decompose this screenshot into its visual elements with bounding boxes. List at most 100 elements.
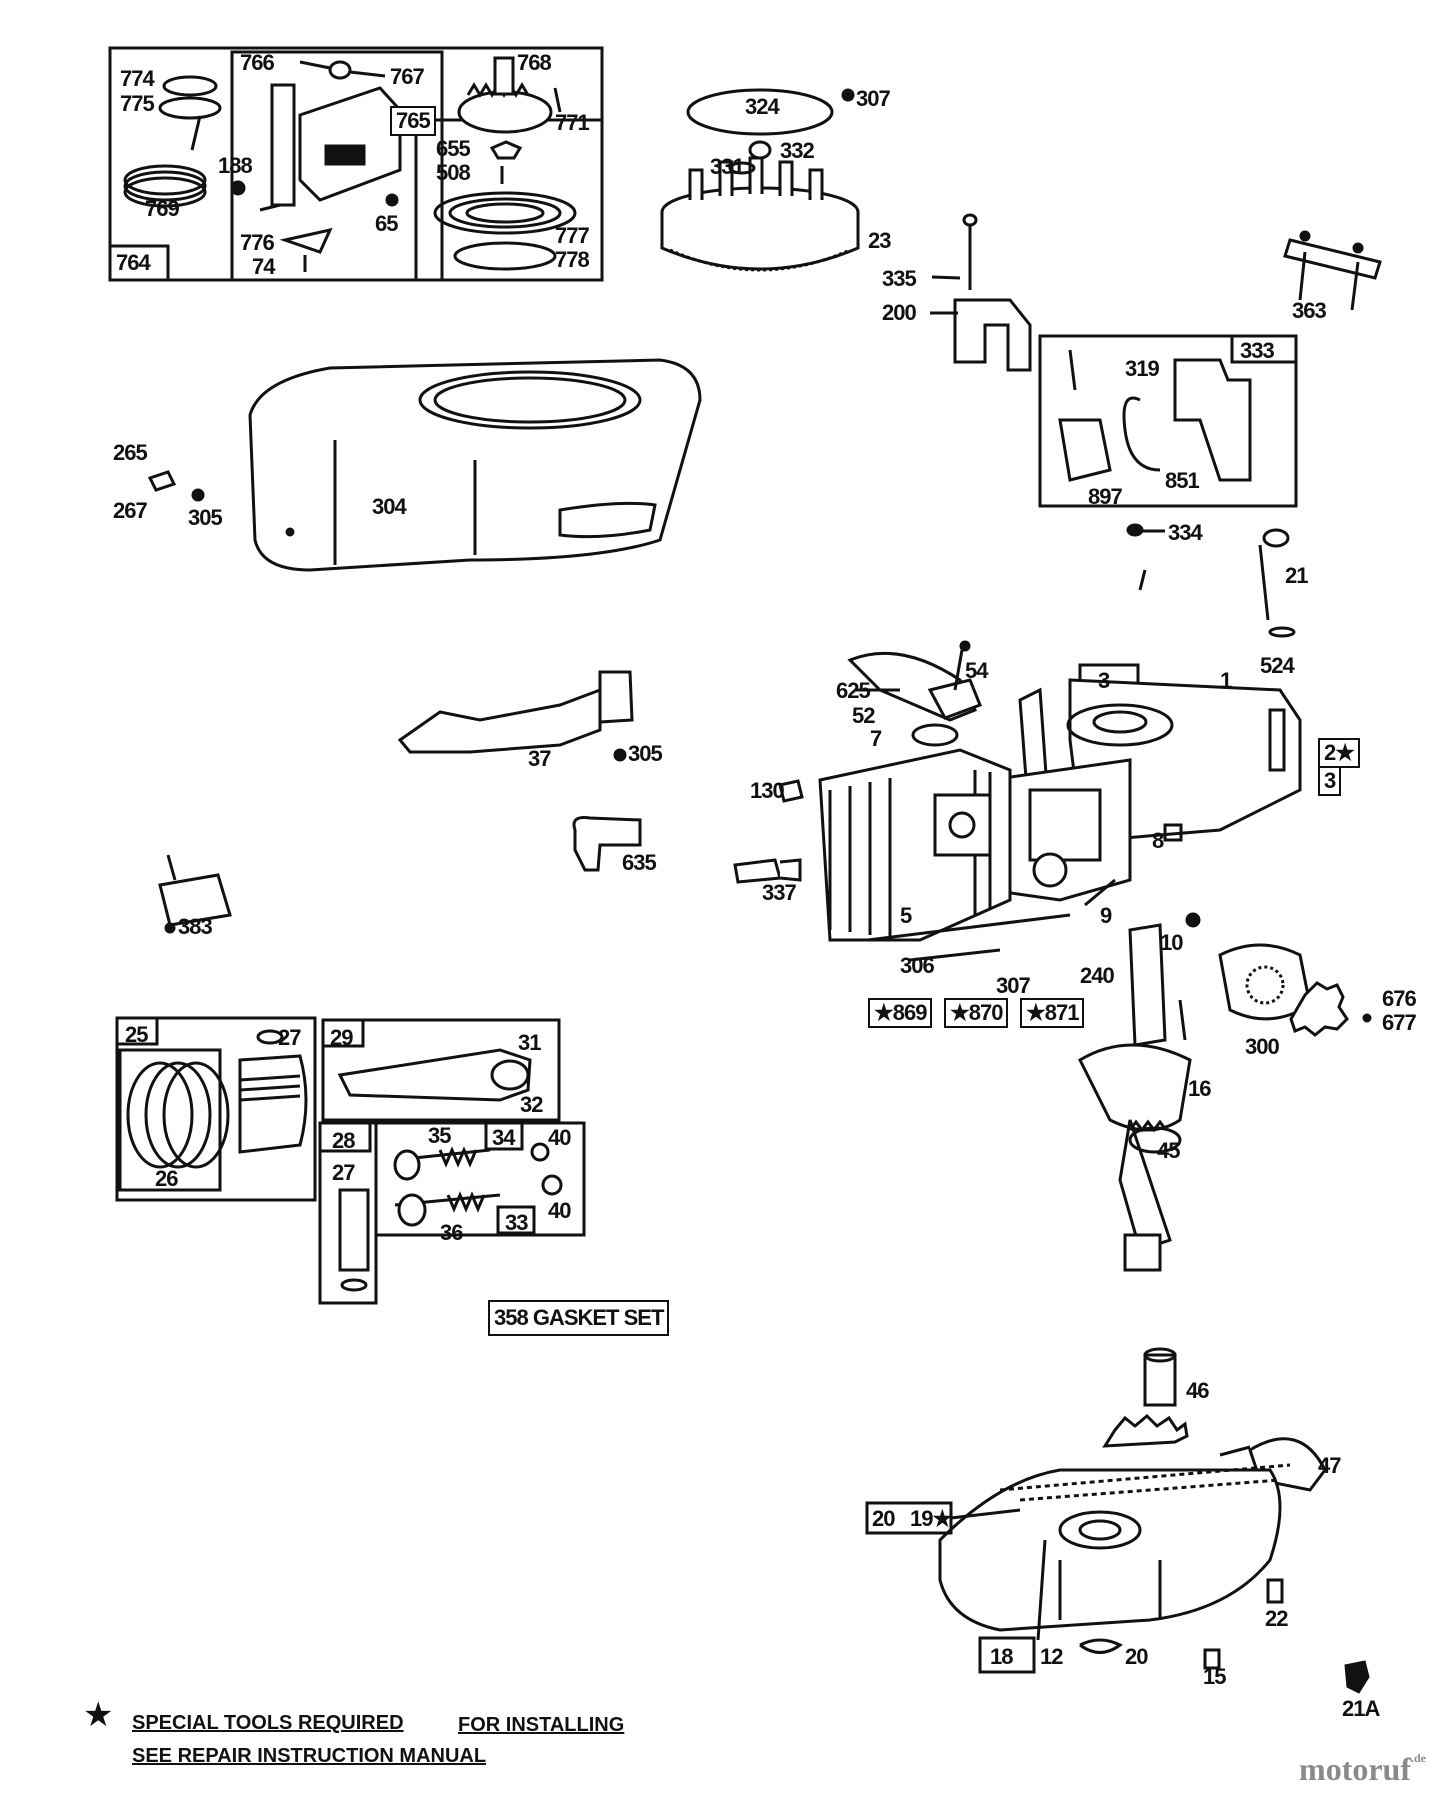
label-9: 9 bbox=[1100, 903, 1112, 928]
label-768: 768 bbox=[517, 50, 552, 75]
label-319: 319 bbox=[1125, 356, 1160, 381]
label-47: 47 bbox=[1318, 1453, 1342, 1478]
label-21a: 21A bbox=[1342, 1696, 1380, 1721]
boot-635 bbox=[572, 816, 642, 872]
note-special-tools: SPECIAL TOOLS REQUIRED bbox=[132, 1712, 404, 1734]
valve-36 bbox=[397, 1193, 427, 1227]
camshaft-240 bbox=[1128, 923, 1167, 1047]
label-774: 774 bbox=[120, 66, 155, 91]
label-20-left: 20 bbox=[872, 1506, 896, 1531]
label-22: 22 bbox=[1265, 1606, 1289, 1631]
crankshaft-16 bbox=[1078, 1043, 1192, 1132]
flywheel-group bbox=[660, 88, 860, 272]
blower-housing-group bbox=[147, 358, 702, 572]
part-383 bbox=[158, 873, 232, 927]
connecting-rod-29 bbox=[337, 1048, 532, 1102]
label-305-right: 305 bbox=[628, 741, 663, 766]
label-188: 188 bbox=[218, 153, 253, 178]
label-32: 32 bbox=[520, 1092, 544, 1117]
label-28: 28 bbox=[332, 1128, 356, 1153]
label-508: 508 bbox=[436, 160, 471, 185]
label-74: 74 bbox=[252, 254, 276, 279]
valve-35 bbox=[393, 1149, 421, 1181]
label-332: 332 bbox=[780, 138, 815, 163]
label-765: 765 bbox=[390, 106, 436, 136]
starter-rope bbox=[123, 164, 207, 196]
label-776: 776 bbox=[240, 230, 275, 255]
label-304: 304 bbox=[372, 494, 407, 519]
label-35: 35 bbox=[428, 1123, 452, 1148]
label-897: 897 bbox=[1088, 484, 1123, 509]
label-331: 331 bbox=[710, 154, 745, 179]
gear-676 bbox=[1289, 981, 1349, 1037]
flywheel bbox=[660, 212, 860, 271]
label-764: 764 bbox=[116, 250, 151, 275]
star-icon: ★ bbox=[950, 1000, 970, 1025]
label-769: 769 bbox=[145, 196, 180, 221]
label-363: 363 bbox=[1292, 298, 1327, 323]
label-33: 33 bbox=[505, 1210, 529, 1235]
governor-gear bbox=[1102, 1413, 1189, 1448]
starter-assembly-frame bbox=[108, 244, 170, 282]
piston-pin-28 bbox=[338, 1188, 370, 1272]
label-240: 240 bbox=[1080, 963, 1115, 988]
label-15: 15 bbox=[1203, 1664, 1227, 1689]
label-306: 306 bbox=[900, 953, 935, 978]
label-305-left: 305 bbox=[188, 505, 223, 530]
label-851: 851 bbox=[1165, 468, 1200, 493]
star-icon: ★ bbox=[1026, 1000, 1046, 1025]
label-383: 383 bbox=[178, 914, 213, 939]
label-334: 334 bbox=[1168, 520, 1203, 545]
label-20-bottom: 20 bbox=[1125, 1644, 1149, 1669]
starter-housing bbox=[298, 86, 402, 202]
label-10: 10 bbox=[1160, 930, 1184, 955]
label-54: 54 bbox=[965, 658, 989, 683]
label-45: 45 bbox=[1157, 1138, 1181, 1163]
rewind-spring bbox=[433, 191, 577, 235]
air-vane-37 bbox=[397, 687, 602, 754]
label-37: 37 bbox=[528, 746, 552, 771]
label-625: 625 bbox=[836, 678, 871, 703]
piston-rings bbox=[126, 1061, 194, 1169]
ignition-group bbox=[953, 213, 1382, 537]
label-52: 52 bbox=[852, 703, 876, 728]
label-40-top: 40 bbox=[548, 1125, 572, 1150]
starter-pulley bbox=[457, 90, 553, 134]
label-2-star: 2★ bbox=[1318, 738, 1360, 768]
label-775: 775 bbox=[120, 91, 155, 116]
label-36: 36 bbox=[440, 1220, 464, 1245]
starter-post bbox=[270, 83, 296, 207]
crankshaft-group bbox=[1078, 923, 1372, 1272]
label-676: 676 bbox=[1382, 986, 1417, 1011]
sump-group bbox=[865, 1347, 1370, 1694]
label-324: 324 bbox=[745, 94, 780, 119]
label-307-top: 307 bbox=[856, 86, 891, 111]
label-869-star: ★869 bbox=[868, 998, 933, 1028]
label-766: 766 bbox=[240, 50, 275, 75]
label-21: 21 bbox=[1285, 563, 1309, 588]
label-19-star: 19★ bbox=[910, 1506, 952, 1531]
sump-18 bbox=[938, 1468, 1282, 1632]
screen-324 bbox=[686, 88, 834, 136]
label-777: 777 bbox=[555, 223, 590, 248]
label-23: 23 bbox=[868, 228, 892, 253]
label-27-lower: 27 bbox=[332, 1160, 356, 1185]
label-524: 524 bbox=[1260, 653, 1295, 678]
label-265: 265 bbox=[113, 440, 148, 465]
label-333: 333 bbox=[1240, 338, 1275, 363]
bracket-363 bbox=[1283, 238, 1382, 280]
label-3-boxed: 3 bbox=[1318, 766, 1342, 796]
label-655: 655 bbox=[436, 136, 471, 161]
star-icon: ★ bbox=[932, 1506, 952, 1531]
star-icon: ★ bbox=[874, 1000, 894, 1025]
handle-insert bbox=[158, 96, 222, 120]
label-16: 16 bbox=[1188, 1076, 1212, 1101]
armature bbox=[1173, 358, 1252, 482]
label-3-top: 3 bbox=[1098, 668, 1110, 693]
label-26: 26 bbox=[155, 1166, 179, 1191]
label-771: 771 bbox=[555, 110, 590, 135]
label-200: 200 bbox=[882, 300, 917, 325]
label-65: 65 bbox=[375, 211, 399, 236]
bracket-200 bbox=[953, 298, 1032, 372]
